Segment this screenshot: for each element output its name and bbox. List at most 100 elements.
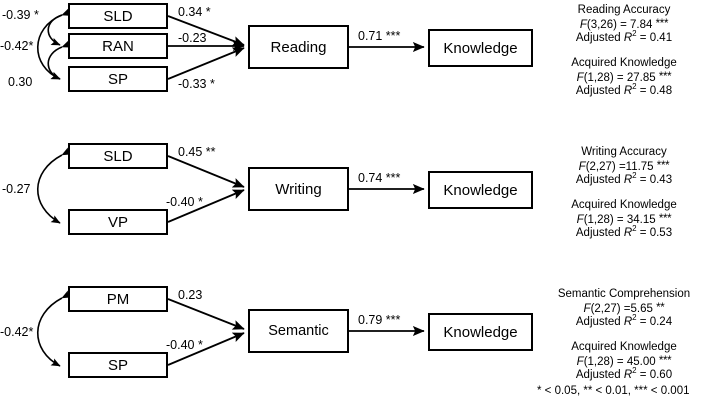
stats-f-symbol: F: [576, 71, 584, 84]
coef-label-reading-knowledge: 0.71 ***: [358, 29, 401, 43]
coef-label-vp-writing: -0.40 *: [166, 195, 203, 209]
stats-block-acquired-knowledge-semantic: Acquired Knowledge F(1,28) = 45.00 *** A…: [541, 341, 707, 383]
stats-f-line: F(2,27) =11.75 ***: [548, 160, 700, 175]
coef-label-ran-reading: -0.23: [178, 31, 207, 45]
node-label: VP: [107, 213, 128, 231]
stats-r2-sup: 2: [632, 171, 637, 181]
node-box-semantic: Semantic: [248, 309, 349, 353]
stats-f-symbol: F: [578, 160, 586, 173]
stats-f-stars: ***: [658, 354, 672, 367]
stats-f-symbol: F: [576, 355, 584, 368]
stats-r2-prefix: Adjusted: [575, 85, 624, 98]
stats-f-line: F(1,28) = 34.15 ***: [548, 213, 700, 228]
stats-r2-line: Adjusted R2 = 0.53: [548, 224, 700, 241]
stats-f-stars: ***: [658, 212, 672, 225]
stats-r2-sup: 2: [632, 82, 637, 92]
stats-title: Acquired Knowledge: [571, 199, 677, 211]
stats-f-rest: (2,27) =5.65: [590, 302, 657, 315]
node-label: RAN: [102, 37, 134, 55]
path-arrow-sld-reading: [167, 15, 245, 46]
stats-f-symbol: F: [579, 18, 587, 31]
path-arrow-pm-semantic: [167, 298, 245, 330]
stats-title: Acquired Knowledge: [571, 341, 677, 353]
stats-r2-value: = 0.43: [636, 174, 673, 187]
stats-r2-sup: 2: [632, 366, 637, 376]
stats-r2-symbol: R: [623, 32, 633, 45]
stats-r2-value: = 0.48: [636, 85, 673, 98]
path-arrow-sp-reading: [167, 47, 245, 80]
stats-f-stars: ***: [656, 159, 670, 172]
node-label: Reading: [270, 38, 327, 56]
path-arrow-sp-semantic: [167, 332, 245, 366]
significance-legend: * < 0.05, ** < 0.01, *** < 0.001: [537, 385, 690, 397]
stats-r2-sup: 2: [632, 29, 637, 39]
stats-r2-value: = 0.24: [636, 316, 673, 329]
stats-r2-prefix: Adjusted: [575, 369, 624, 382]
path-arrow-vp-writing: [167, 189, 245, 223]
node-box-sp-reading: SP: [68, 66, 168, 92]
stats-r2-symbol: R: [623, 227, 633, 240]
stats-f-rest: (1,28) = 27.85: [583, 71, 659, 84]
stats-f-stars: ***: [658, 70, 672, 83]
stats-r2-sup: 2: [632, 313, 637, 323]
node-label: Knowledge: [443, 39, 518, 57]
stats-block-acquired-knowledge-reading: Acquired Knowledge F(1,28) = 27.85 *** A…: [548, 57, 700, 99]
stats-r2-prefix: Adjusted: [575, 316, 624, 329]
coef-label-sp-semantic: -0.40 *: [166, 338, 203, 352]
node-box-reading: Reading: [248, 25, 349, 69]
stats-f-stars: ***: [655, 17, 669, 30]
node-label: SLD: [103, 147, 133, 165]
node-box-writing: Writing: [248, 167, 349, 211]
node-box-ran: RAN: [68, 33, 168, 59]
stats-f-rest: (1,28) = 45.00: [583, 355, 659, 368]
stats-f-stars: **: [656, 301, 665, 314]
coef-label-sld-sp: -0.42*: [0, 39, 34, 53]
stats-r2-line: Adjusted R2 = 0.41: [548, 29, 700, 46]
correlation-arc-pm-sp: [37, 290, 72, 367]
node-box-knowledge-writing: Knowledge: [428, 171, 533, 209]
stats-r2-line: Adjusted R2 = 0.48: [548, 82, 700, 99]
node-label: Semantic: [268, 322, 329, 339]
stats-r2-line: Adjusted R2 = 0.24: [541, 313, 707, 330]
node-box-pm: PM: [68, 286, 168, 312]
stats-title: Reading Accuracy: [577, 4, 671, 16]
node-box-sld-writing: SLD: [68, 143, 168, 169]
node-label: SLD: [103, 7, 133, 25]
stats-f-line: F(1,28) = 27.85 ***: [548, 71, 700, 86]
stats-r2-sup: 2: [632, 224, 637, 234]
stats-r2-value: = 0.53: [636, 227, 673, 240]
correlation-arc-ran-sp: [47, 40, 72, 80]
stats-block-semantic-comprehension: Semantic Comprehension F(2,27) =5.65 ** …: [541, 288, 707, 330]
coef-label-pm-semantic: 0.23: [178, 288, 203, 302]
stats-block-writing-accuracy: Writing Accuracy F(2,27) =11.75 *** Adju…: [548, 146, 700, 188]
stats-f-symbol: F: [576, 213, 584, 226]
node-box-sp-semantic: SP: [68, 352, 168, 378]
stats-r2-line: Adjusted R2 = 0.43: [548, 171, 700, 188]
stats-r2-prefix: Adjusted: [575, 227, 624, 240]
stats-f-rest: (2,27) =11.75: [585, 160, 657, 173]
stats-title: Writing Accuracy: [581, 146, 667, 158]
coef-label-writing-knowledge: 0.74 ***: [358, 171, 401, 185]
coef-label-pm-sp: -0.42*: [0, 325, 34, 339]
node-label: SP: [107, 70, 128, 88]
stats-r2-symbol: R: [623, 316, 633, 329]
node-label: Knowledge: [443, 181, 518, 199]
node-box-vp: VP: [68, 209, 168, 235]
stats-r2-prefix: Adjusted: [575, 174, 624, 187]
node-label: SP: [107, 356, 128, 374]
correlation-arc-sld-ran: [47, 8, 72, 46]
coef-label-semantic-knowledge: 0.79 ***: [358, 313, 401, 327]
node-label: PM: [106, 290, 130, 308]
stats-block-reading-accuracy: Reading Accuracy F(3,26) = 7.84 *** Adju…: [548, 4, 700, 46]
stats-r2-prefix: Adjusted: [575, 32, 624, 45]
coef-label-sld-vp: -0.27: [2, 182, 31, 196]
coef-label-sp-reading: -0.33 *: [178, 77, 215, 91]
stats-f-rest: (1,28) = 34.15: [583, 213, 659, 226]
stats-f-line: F(3,26) = 7.84 ***: [548, 18, 700, 33]
stats-f-line: F(2,27) =5.65 **: [541, 302, 707, 317]
stats-r2-line: Adjusted R2 = 0.60: [541, 366, 707, 383]
coef-label-sld-ran: -0.39 *: [2, 8, 39, 22]
node-box-sld-reading: SLD: [68, 3, 168, 29]
